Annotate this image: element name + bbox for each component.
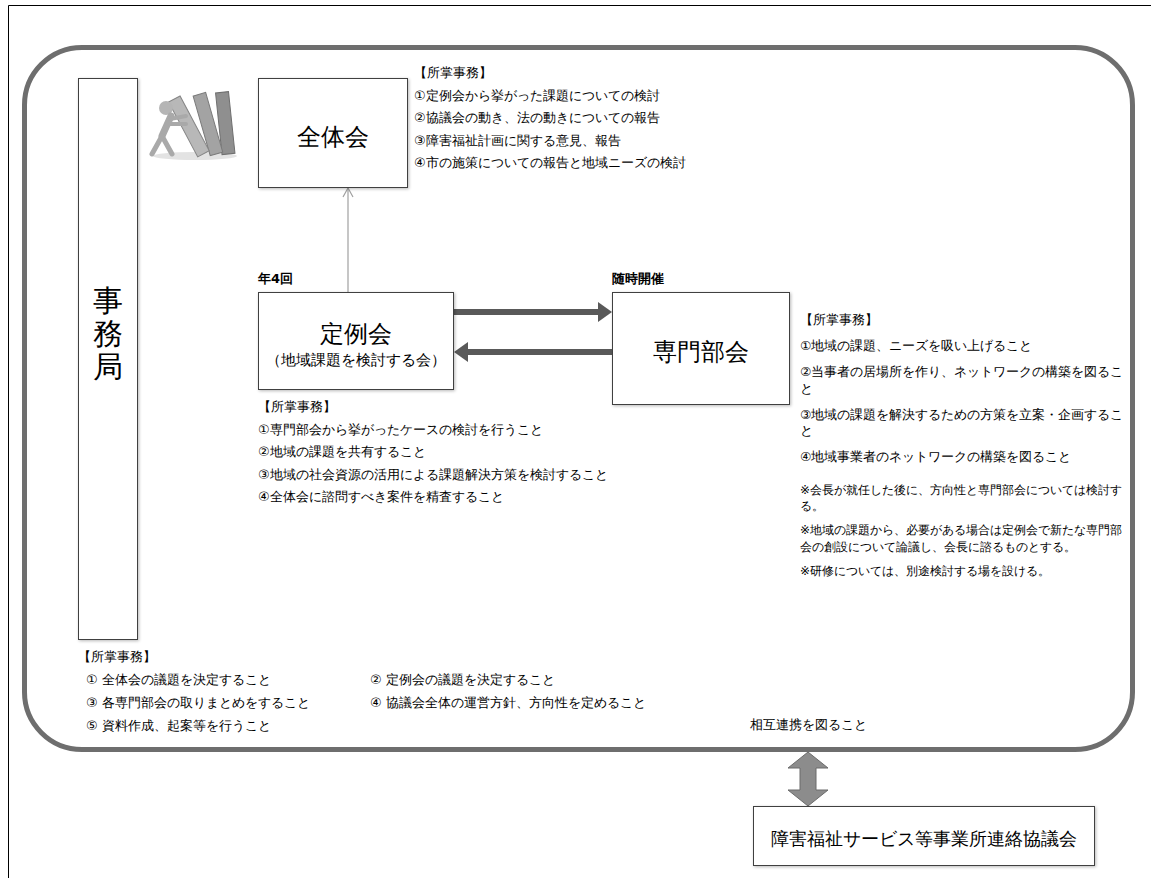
flow-arrow	[454, 342, 612, 362]
arrow-shaft	[468, 349, 612, 355]
pushing-figure-illustration	[152, 92, 237, 160]
arrow-head	[598, 302, 612, 322]
arrow-head	[454, 342, 468, 362]
liaison-council-box: 障害福祉サービス等事業所連絡協議会	[753, 806, 1095, 866]
cooperation-arrow	[788, 752, 828, 806]
flow-arrow	[454, 302, 612, 322]
duty-item: ②地域の課題を共有すること	[258, 443, 638, 461]
duty-item: ①専門部会から挙がったケースの検討を行うこと	[258, 421, 638, 439]
duty-item: ④ 協議会全体の運営方針、方向性を定めること	[370, 694, 646, 712]
duty-item: ④市の施策についての報告と地域ニーズの検討	[414, 154, 744, 172]
box-title: 専門部会	[653, 336, 749, 368]
figure-arm	[170, 116, 186, 119]
box-title: 定例会	[320, 318, 392, 350]
duty-item: ①定例会から挙がった課題についての検討	[414, 87, 744, 105]
duty-item: ④全体会に諮問すべき案件を精査すること	[258, 488, 638, 506]
remark-note: ※会長が就任した後に、方向性と専門部会については検討する。	[800, 482, 1125, 514]
duty-item: ① 全体会の議題を決定すること	[86, 671, 271, 689]
report-arrow	[343, 188, 353, 292]
duty-item: ③障害福祉計画に関する意見、報告	[414, 132, 744, 150]
edge-label: 相互連携を図ること	[747, 716, 870, 734]
duty-heading: 【所掌事務】	[258, 398, 638, 416]
subcommittee-box: 専門部会	[612, 292, 790, 405]
duty-item: ②協議会の動き、法の動きについての報告	[414, 109, 744, 127]
duty-item: ③地域の社会資源の活用による課題解決方策を検討すること	[258, 466, 638, 484]
arrow-shaft	[454, 309, 598, 315]
box-title: 事務局	[93, 284, 123, 383]
duty-item: ③ 各専門部会の取りまとめをすること	[86, 694, 310, 712]
council-frame: 事務局 全体会定例会（地域課題を検討する会） 専門部会	[22, 45, 1135, 752]
box-subtitle: （地域課題を検討する会）	[266, 350, 446, 370]
box-title: 障害福祉サービス等事業所連絡協議会	[771, 827, 1077, 851]
page-border	[9, 6, 1151, 878]
duty-item: ④地域事業者のネットワークの構築を図ること	[800, 449, 1125, 466]
duty-heading: 【所掌事務】	[78, 648, 156, 666]
duty-heading: 【所掌事務】	[800, 312, 1125, 329]
arrow-head	[343, 188, 353, 197]
regular-meeting-box: 定例会（地域課題を検討する会）	[258, 292, 454, 390]
secretariat-box: 事務局	[78, 78, 138, 640]
arrow-shaft	[347, 188, 348, 292]
figure-leg	[152, 136, 172, 154]
domino-block	[169, 96, 210, 157]
duty-item: ②当事者の居場所を作り、ネットワークの構築を図ること	[800, 364, 1125, 398]
duty-item: ⑤ 資料作成、起案等を行うこと	[86, 717, 271, 735]
box-title: 全体会	[297, 121, 369, 153]
duty-item: ② 定例会の議題を決定すること	[370, 671, 555, 689]
block-arrow	[788, 752, 828, 806]
remark-note: ※地域の課題から、必要がある場合は定例会で新たな専門部会の創設について論議し、会…	[800, 522, 1125, 554]
remark-note: ※研修については、別途検討する場を設ける。	[800, 563, 1125, 579]
frequency-label: 随時開催	[612, 270, 664, 288]
duty-item: ①地域の課題、ニーズを吸い上げること	[800, 338, 1125, 355]
duty-heading: 【所掌事務】	[414, 64, 744, 82]
figure-arm	[169, 122, 186, 126]
plenary-box: 全体会	[258, 78, 408, 188]
frequency-label: 年4回	[258, 270, 293, 288]
duty-item: ③地域の課題を解決するための方策を立案・企画すること	[800, 407, 1125, 441]
